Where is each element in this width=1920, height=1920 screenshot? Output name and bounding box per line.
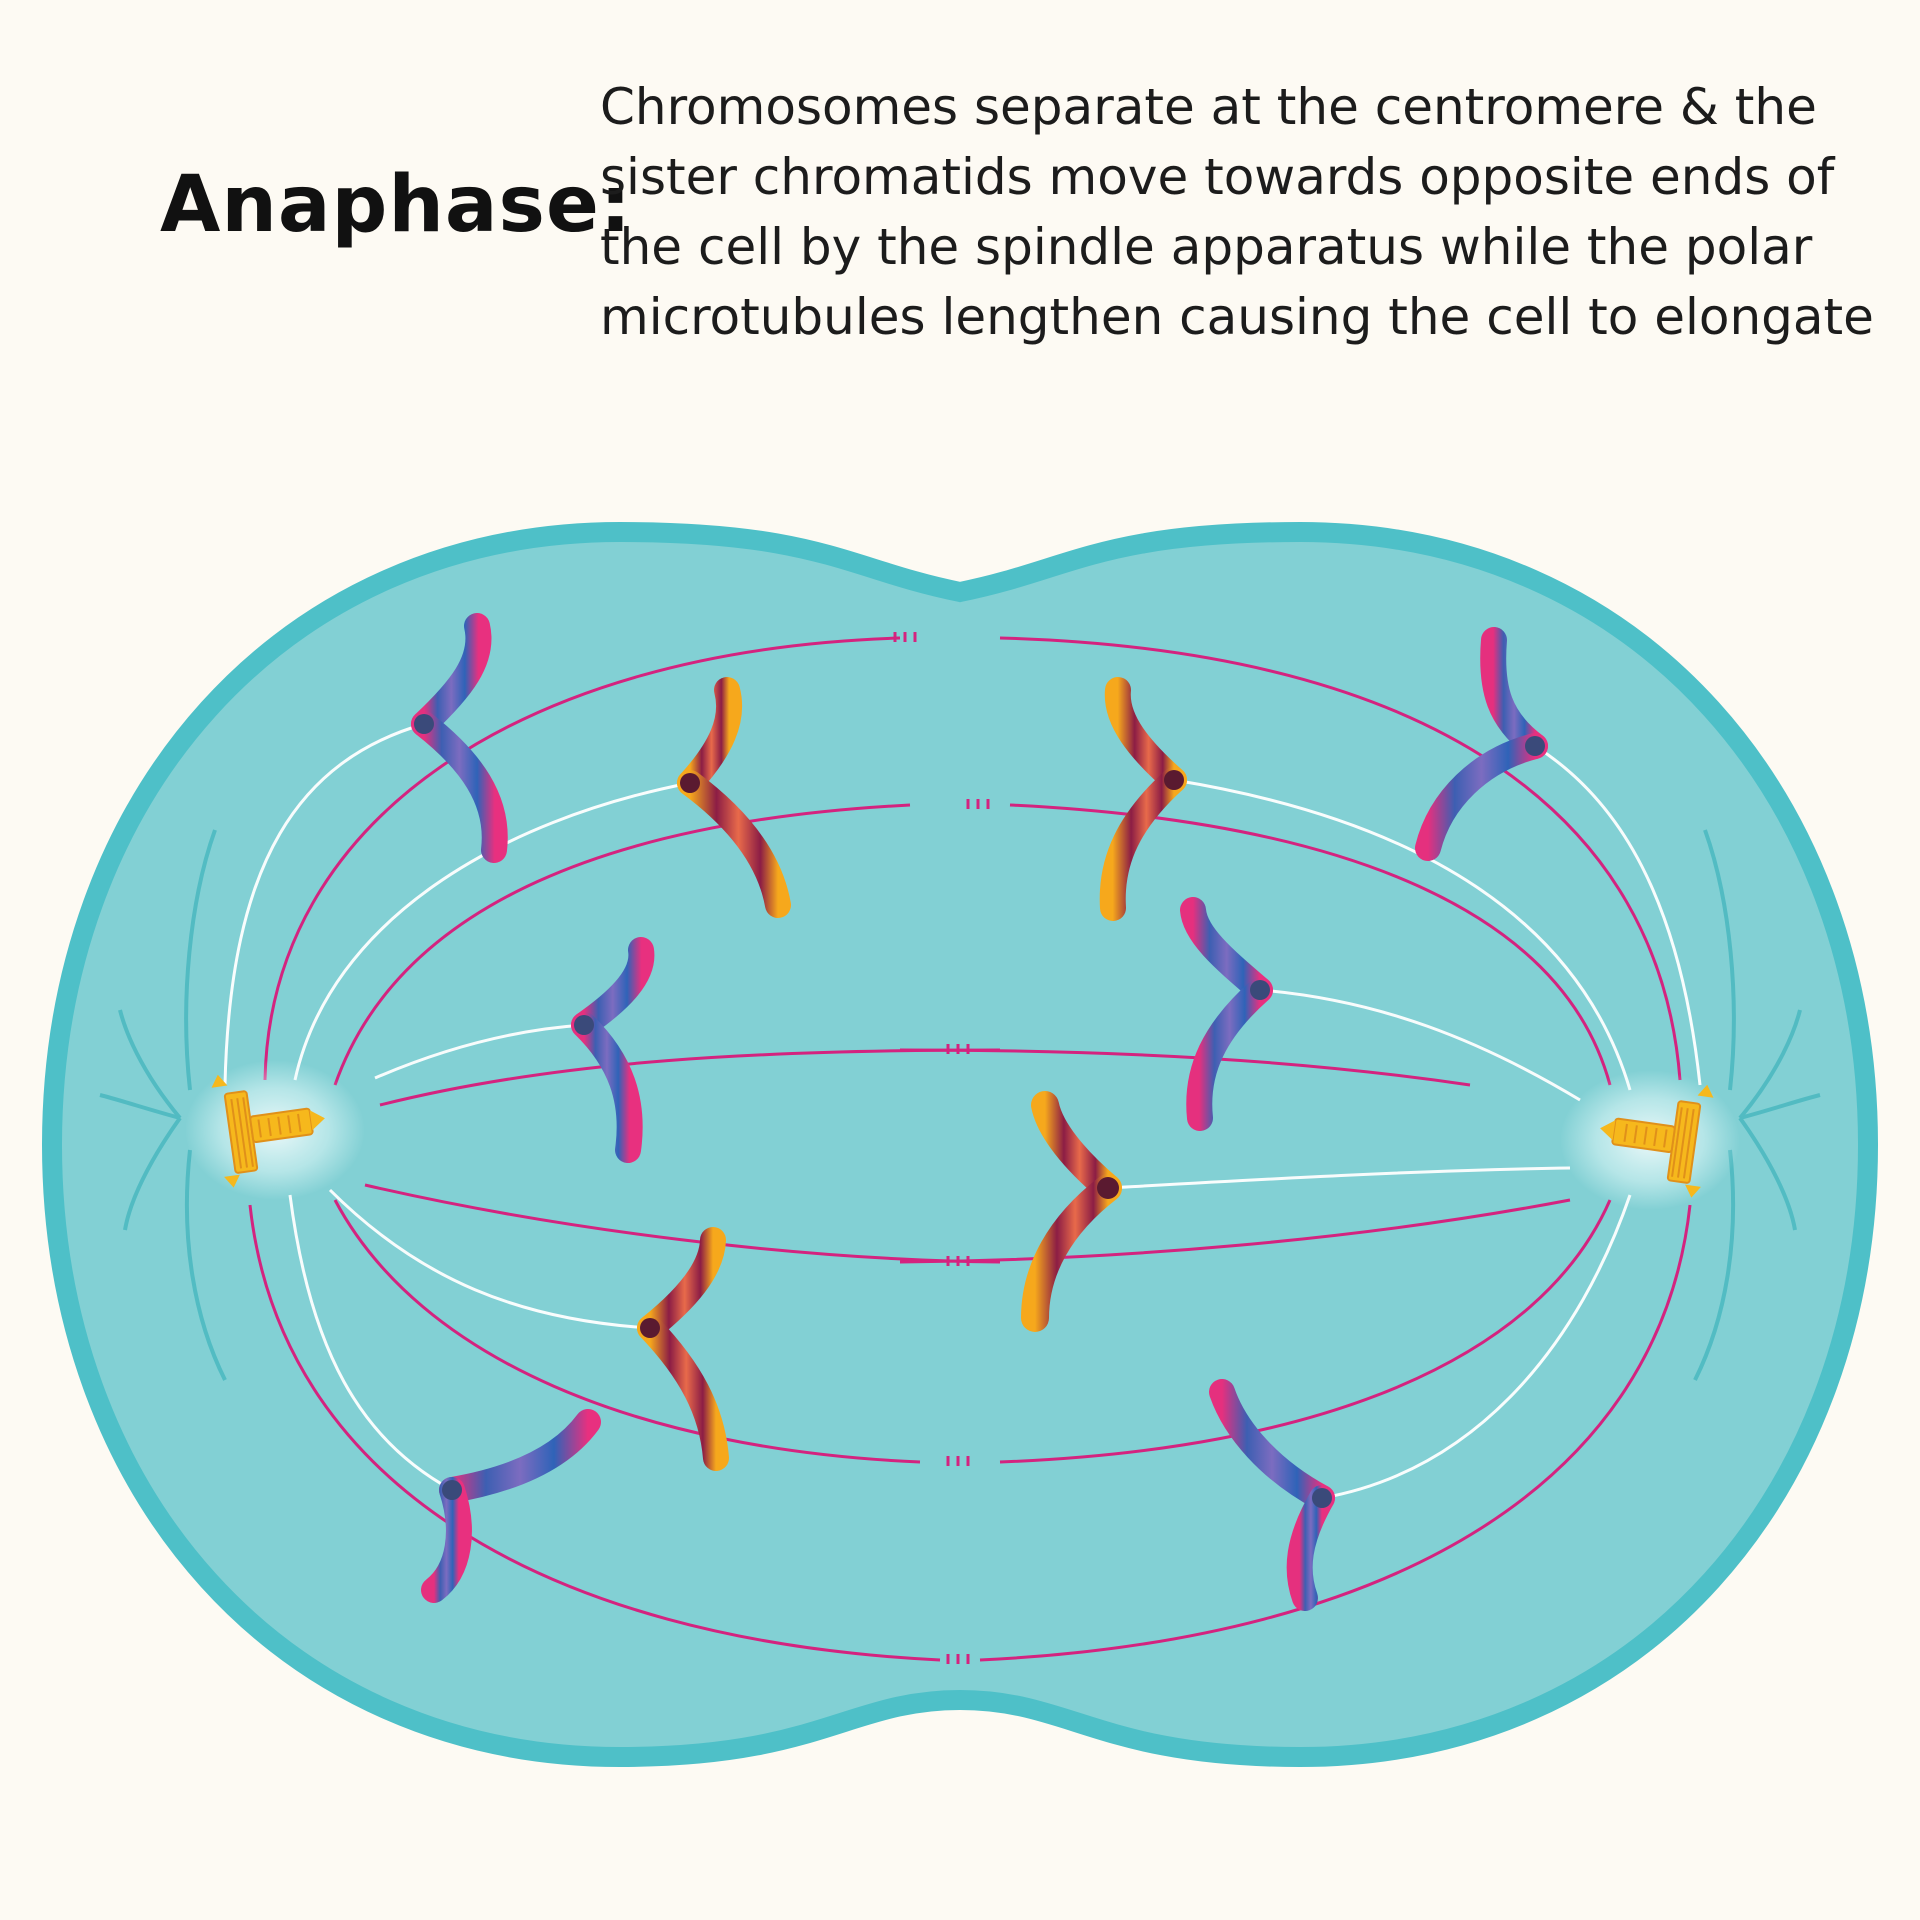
description-line-1: Chromosomes separate at the centromere &… [600,78,1817,136]
polar-microtubules [248,636,1692,1662]
diagram-title: Anaphase: [160,160,633,250]
kinetochore-microtubules [223,722,1702,1500]
chromosome-6 [1180,897,1273,1131]
chromosome-7 [1021,1091,1122,1332]
centrosome-right [1560,1070,1740,1210]
description-line-4: microtubules lengthen causing the cell t… [600,288,1874,346]
chromosome-8 [637,1227,729,1471]
chromosome-3 [1099,677,1187,921]
chromosome-1 [411,613,508,863]
chromosome-9 [421,1409,601,1603]
chromosome-10 [1209,1379,1335,1611]
centrosome-left [185,1060,365,1200]
description-line-3: the cell by the spindle apparatus while … [600,218,1813,276]
phase-description: Chromosomes separate at the centromere &… [600,72,1874,352]
chromosomes [411,613,1548,1611]
astral-rays [99,829,1821,1381]
description-line-2: sister chromatids move towards opposite … [600,148,1835,206]
midzone-overlap-marks [893,632,990,1664]
chromosome-2 [677,677,791,918]
chromosome-5 [571,937,655,1163]
chromosome-4 [1415,627,1548,861]
